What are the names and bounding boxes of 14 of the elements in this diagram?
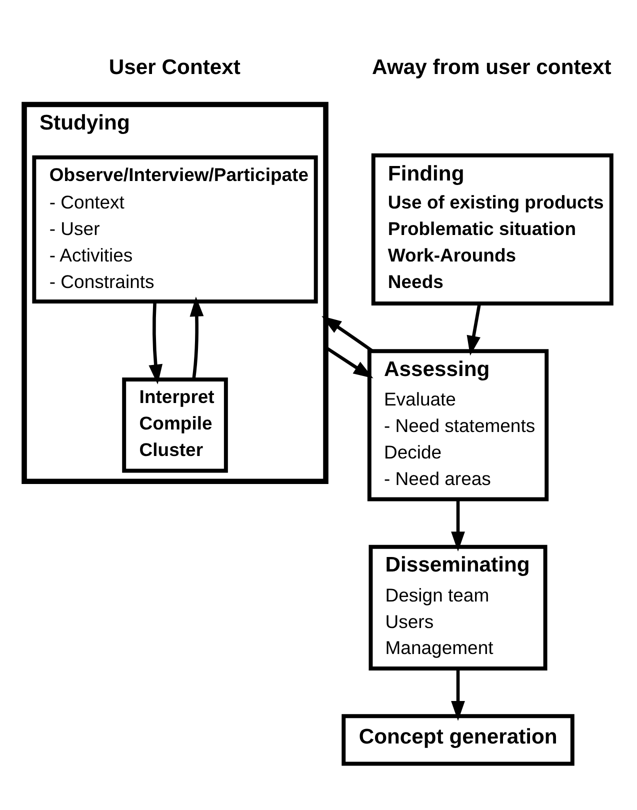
- arrow: [451, 668, 465, 721]
- node-box: Finding Use of existing products Problematic situation Work-Arounds Needs: [371, 153, 614, 306]
- node-box: Assessing Evaluate - Need statements Decide - Need areas: [367, 349, 549, 502]
- arrow: [148, 302, 163, 384]
- node-box: Interpret Compile Cluster: [122, 378, 228, 473]
- arrow: [451, 500, 465, 552]
- node-box: Disseminating Design team Users Management: [368, 544, 548, 670]
- arrow: [190, 296, 204, 380]
- arrow: [466, 303, 482, 356]
- node-box: Concept generation: [342, 714, 574, 766]
- label: Away from user context: [372, 56, 612, 79]
- label: User Context: [108, 56, 240, 79]
- arrow: [322, 316, 374, 352]
- node-box: Observe/Interview/Participate - Context - User - Activities - Constraints: [32, 155, 318, 304]
